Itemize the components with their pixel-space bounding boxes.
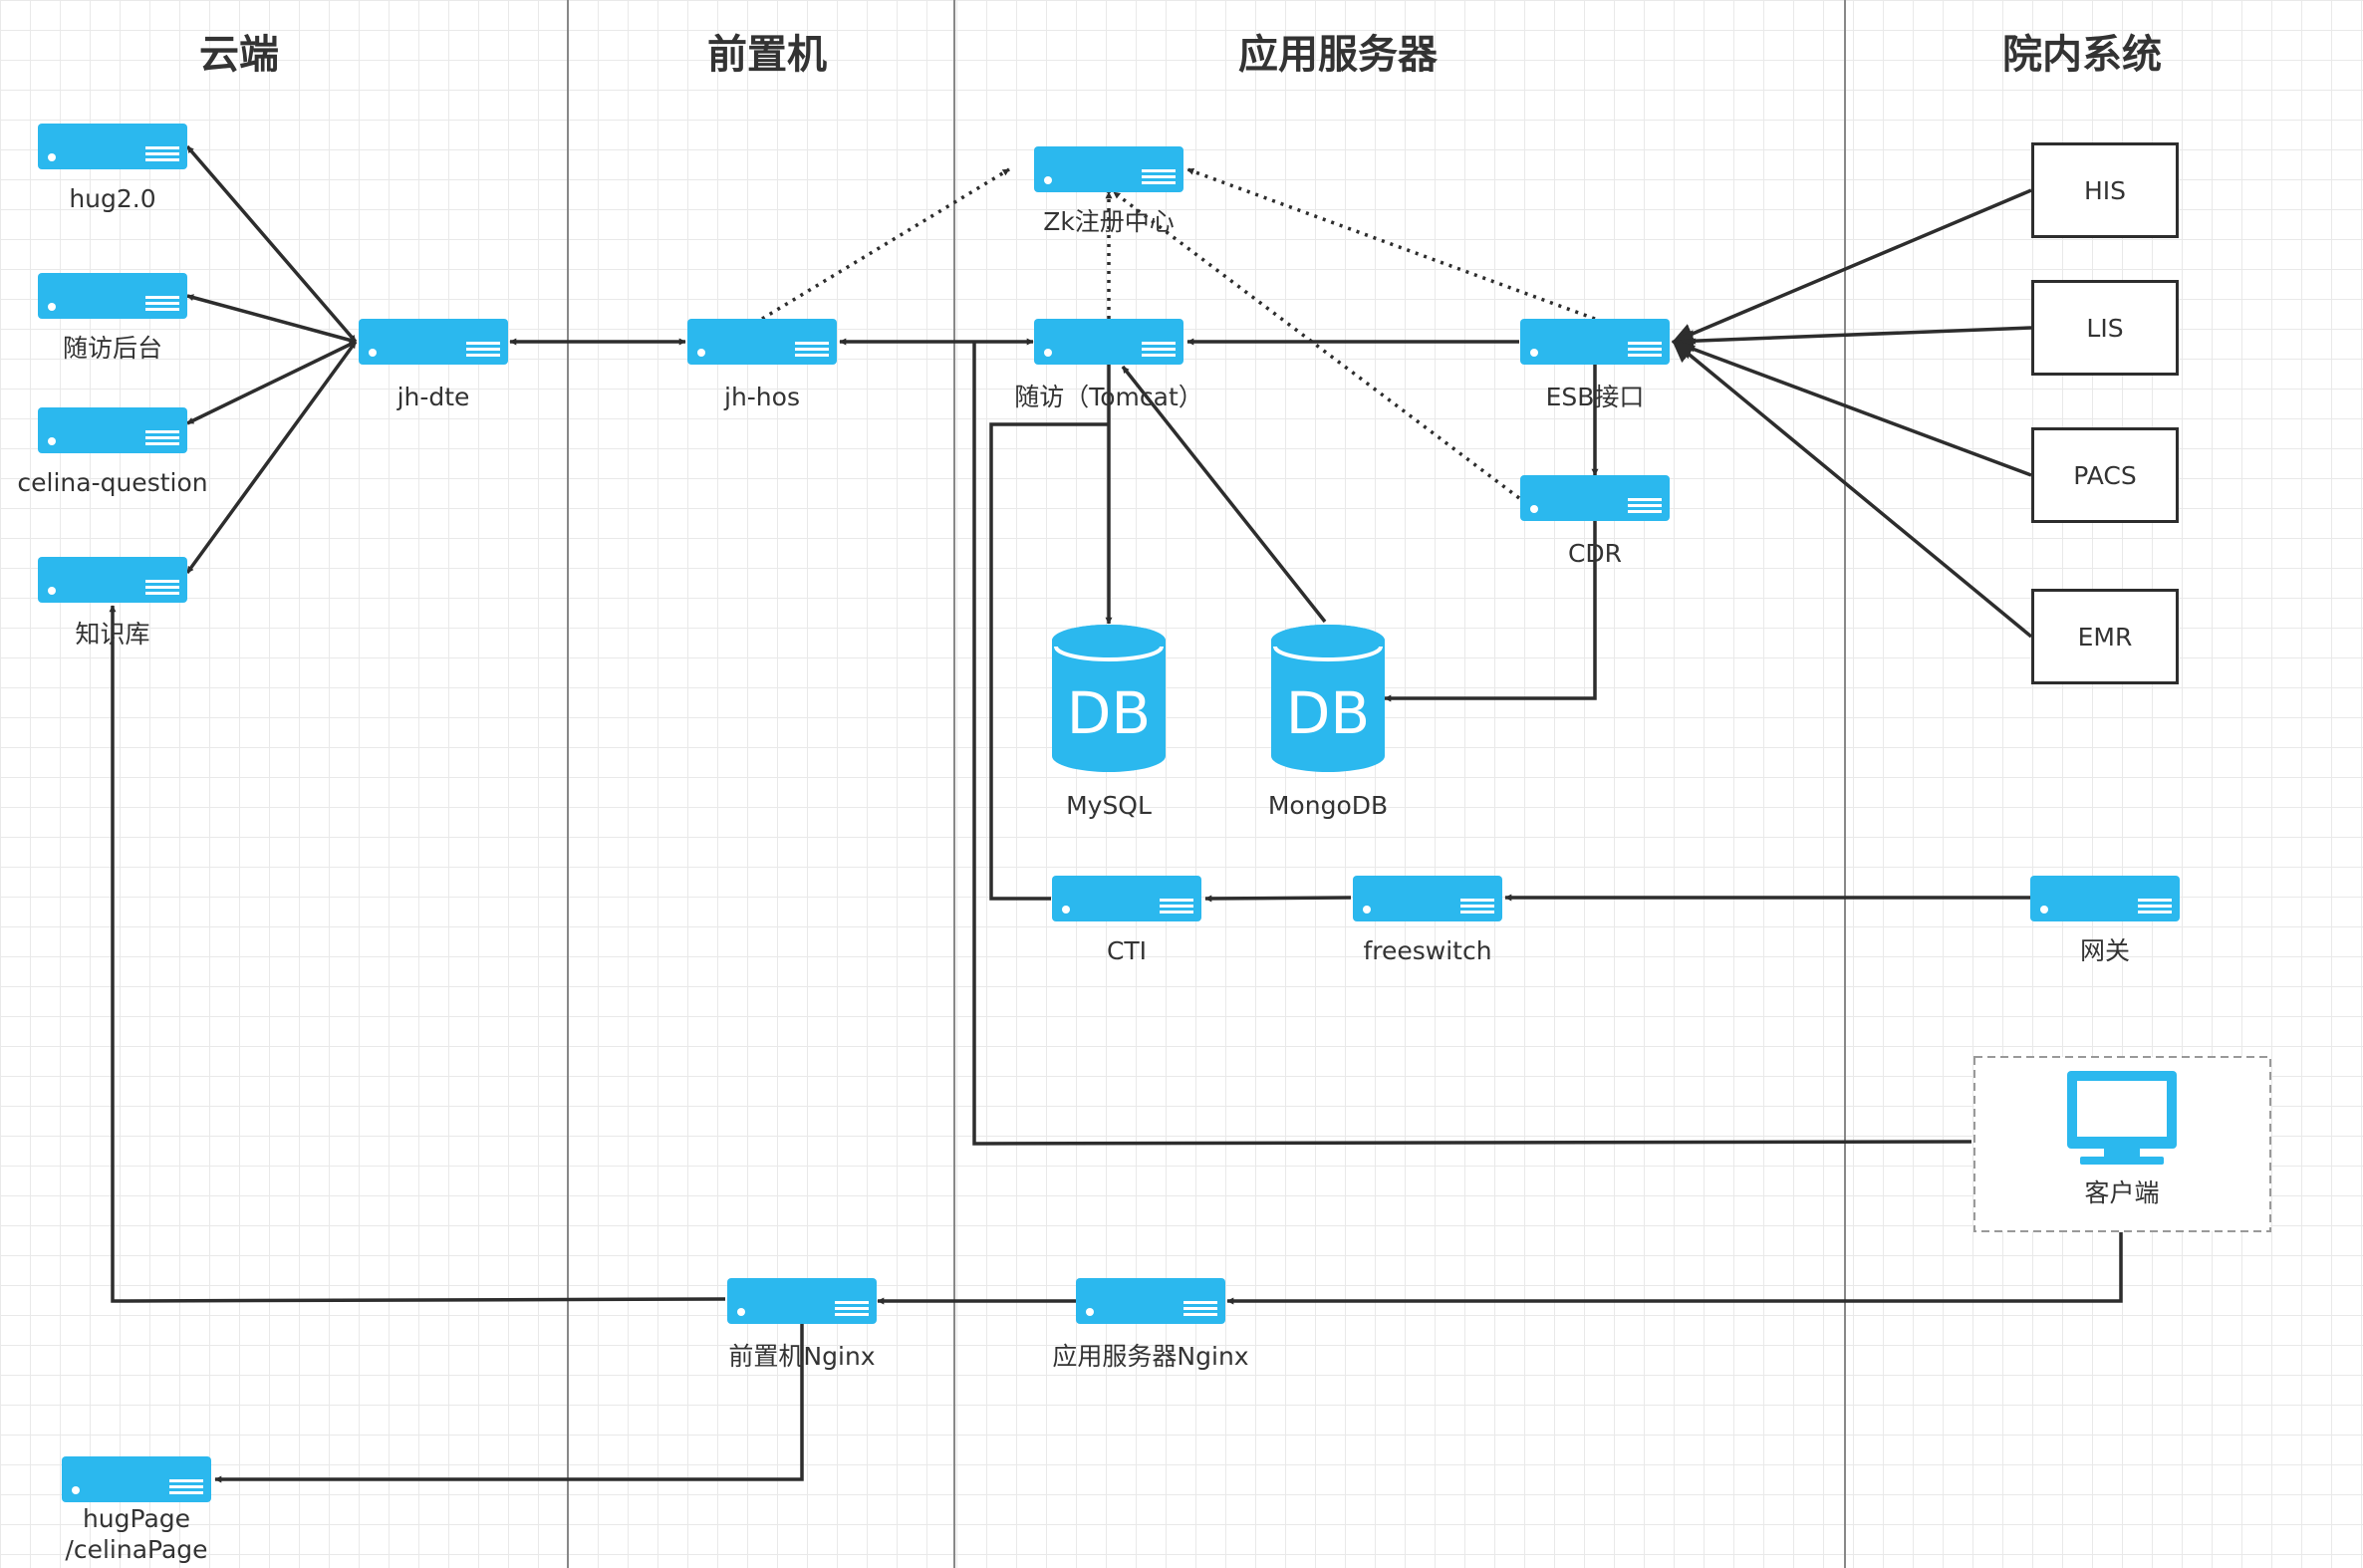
followup-backend-label: 随访后台 [62, 334, 162, 363]
emr-box: EMR [2031, 589, 2179, 684]
knowledge-base-server-icon [38, 557, 187, 603]
zk-dotted-connectors [761, 167, 1596, 500]
gateway-label: 网关 [2079, 936, 2130, 965]
front-nginx-label: 前置机Nginx [728, 1342, 876, 1371]
jh-hos-server-icon [687, 319, 837, 365]
mongodb-db-text: DB [1285, 679, 1371, 747]
jh-hos-label: jh-hos [724, 383, 800, 411]
client-label: 客户端 [2084, 1178, 2160, 1207]
pacs-box: PACS [2031, 427, 2179, 523]
lane-header-appserver: 应用服务器 [1238, 32, 1438, 78]
knowledge-base-label: 知识库 [75, 620, 150, 649]
monitor-icon [2067, 1071, 2177, 1165]
cti-label: CTI [1106, 936, 1148, 965]
his-box: HIS [2031, 142, 2179, 238]
jh-dte-server-icon [359, 319, 508, 365]
followup-tomcat-server-icon [1034, 319, 1183, 365]
freeswitch-server-icon [1353, 876, 1502, 921]
gateway-server-icon [2030, 876, 2180, 921]
lane-header-frontend: 前置机 [707, 32, 827, 78]
celina-question-server-icon [38, 407, 187, 453]
freeswitch-label: freeswitch [1363, 936, 1492, 965]
hugpage-label-line1: hugPage [82, 1504, 191, 1533]
followup-tomcat-label: 随访（Tomcat） [1014, 383, 1203, 411]
app-nginx-server-icon [1076, 1278, 1225, 1324]
hug-label: hug2.0 [69, 184, 156, 213]
lis-box: LIS [2031, 280, 2179, 376]
app-nginx-label: 应用服务器Nginx [1052, 1342, 1249, 1371]
hug-server-icon [38, 124, 187, 169]
connectors [109, 144, 2123, 1483]
mysql-db-text: DB [1066, 679, 1152, 747]
cdr-server-icon [1520, 475, 1670, 521]
zk-server-icon [1034, 146, 1183, 192]
hugpage-label-line2: /celinaPage [65, 1535, 208, 1564]
cdr-label: CDR [1567, 539, 1623, 568]
esb-label: ESB接口 [1545, 383, 1645, 411]
followup-backend-server-icon [38, 273, 187, 319]
jh-dte-label: jh-dte [396, 383, 470, 411]
front-nginx-server-icon [727, 1278, 877, 1324]
hugpage-server-icon [62, 1456, 211, 1502]
mongodb-label: MongoDB [1267, 791, 1389, 820]
esb-server-icon [1520, 319, 1670, 365]
zk-label: Zk注册中心 [1043, 207, 1175, 236]
lane-header-cloud: 云端 [199, 32, 279, 78]
celina-question-label: celina-question [17, 468, 208, 497]
mysql-label: MySQL [1066, 791, 1152, 820]
swimlane-dividers [567, 0, 1846, 1568]
lane-header-hospital: 院内系统 [2002, 32, 2162, 78]
cti-server-icon [1052, 876, 1201, 921]
